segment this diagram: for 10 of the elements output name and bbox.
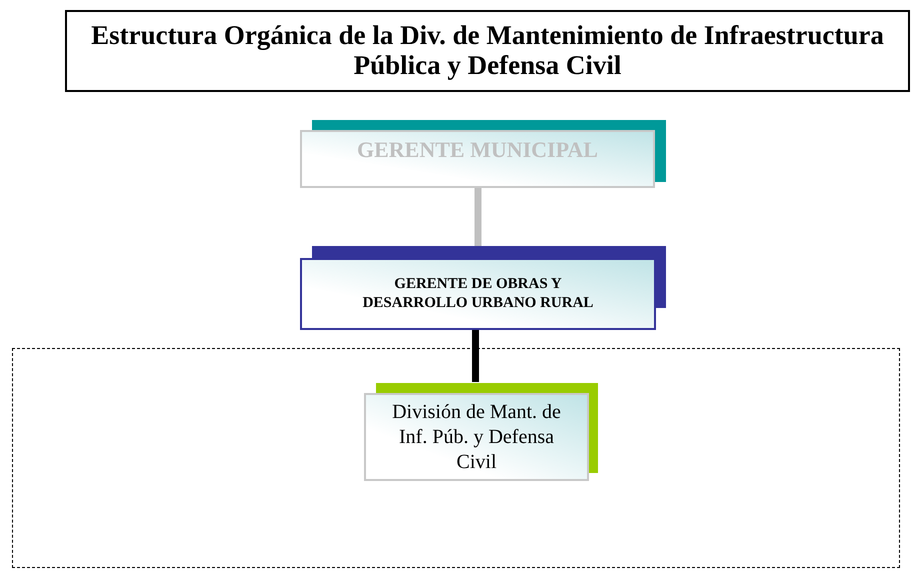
box-label: División de Mant. de Inf. Púb. y Defensa Civil <box>392 400 562 474</box>
connector-line <box>472 330 479 382</box>
box-label: GERENTE DE OBRAS Y DESARROLLO URBANO RURAL <box>362 275 594 313</box>
dashed-frame <box>12 348 900 568</box>
org-box <box>300 120 666 188</box>
org-box <box>364 383 598 481</box>
org-box <box>300 246 666 330</box>
box-label: GERENTE MUNICIPAL <box>356 136 599 164</box>
connector-line <box>474 188 482 246</box>
title-box: Estructura Orgánica de la Div. de Mantenimiento de Infraestructura Pública y Defensa Civil <box>65 10 910 92</box>
